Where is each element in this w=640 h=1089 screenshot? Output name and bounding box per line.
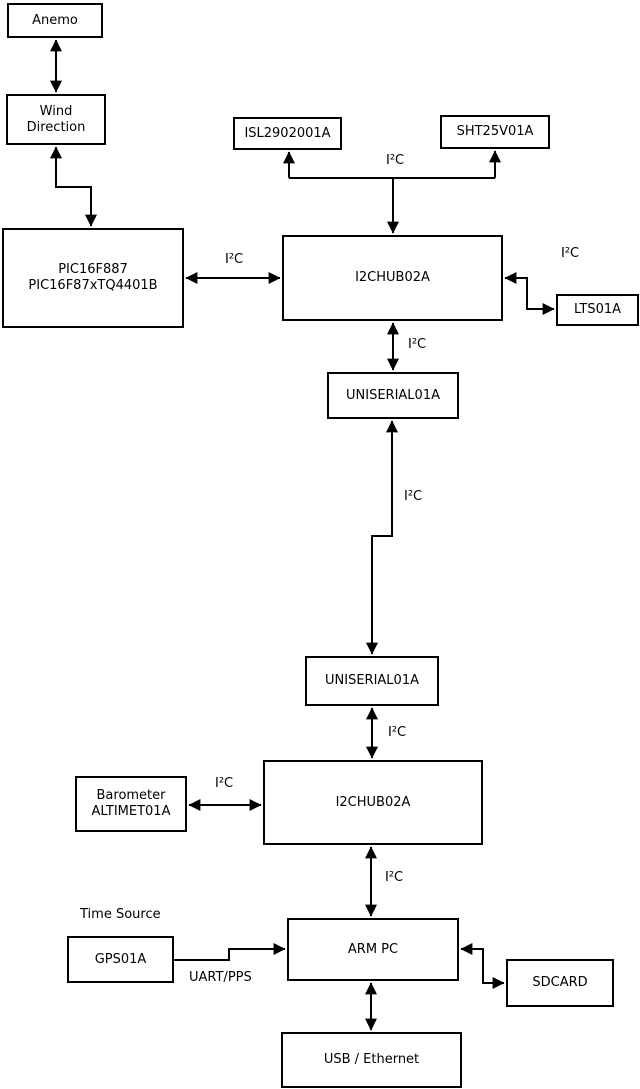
- node-pic16f887: PIC16F887 PIC16F87xTQ4401B: [2, 228, 184, 328]
- node-lts01a: LTS01A: [556, 294, 639, 326]
- node-i2chub02a-1: I2CHUB02A: [282, 235, 503, 321]
- edge-label-i2c-hub2-armpc: I²C: [385, 870, 404, 885]
- connector-hub1-lts: [504, 272, 555, 315]
- node-anemo: Anemo: [7, 3, 103, 38]
- node-sht25v01a: SHT25V01A: [440, 115, 550, 149]
- edge-label-i2c-lts: I²C: [561, 246, 580, 261]
- node-isl2902001a: ISL2902001A: [233, 117, 342, 150]
- edge-label-i2c-pic-hub1: I²C: [225, 252, 244, 267]
- node-usb-ethernet: USB / Ethernet: [281, 1032, 462, 1088]
- node-arm-pc: ARM PC: [287, 918, 459, 981]
- edge-label-i2c-uniserial2-hub2: I²C: [388, 725, 407, 740]
- node-wind-direction: Wind Direction: [6, 94, 106, 145]
- edge-label-uart-pps: UART/PPS: [189, 970, 252, 985]
- edge-label-i2c-barometer-hub2: I²C: [215, 776, 234, 791]
- node-uniserial01a-1: UNISERIAL01A: [327, 372, 459, 419]
- edge-label-i2c-hub1-uniserial1: I²C: [408, 337, 427, 352]
- edge-label-i2c-long-line: I²C: [404, 489, 423, 504]
- node-i2chub02a-2: I2CHUB02A: [263, 760, 483, 845]
- edge-label-time-source: Time Source: [80, 907, 161, 922]
- node-barometer-altimet01a: Barometer ALTIMET01A: [75, 776, 187, 832]
- edge-label-i2c-top-split: I²C: [386, 153, 405, 168]
- connector-wind-pic: [50, 146, 97, 227]
- connector-armpc-sdcard: [460, 943, 505, 989]
- node-uniserial01a-2: UNISERIAL01A: [305, 656, 439, 706]
- node-gps01a: GPS01A: [67, 936, 174, 983]
- connector-gps-armpc: [174, 943, 286, 961]
- node-sdcard: SDCARD: [506, 959, 614, 1007]
- connector-uniserial1-uniserial2: [366, 420, 398, 655]
